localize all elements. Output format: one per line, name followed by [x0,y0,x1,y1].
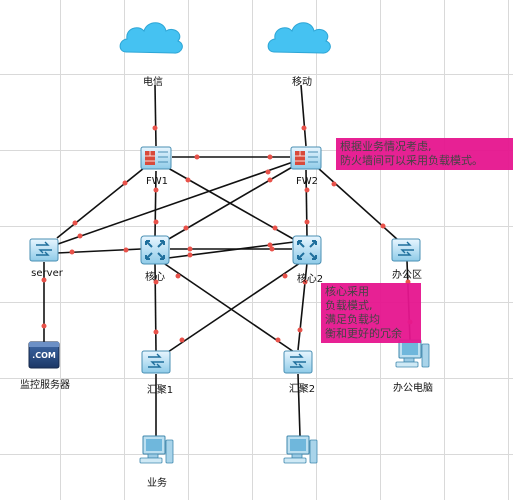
note-line: 防火墙间可以采用负载模式。 [340,154,483,167]
label-server: server [31,268,63,279]
link-fw2-office [317,167,399,241]
port-markers [41,125,413,343]
workstation-icon [395,339,430,368]
core-load-mode-note: 核心采用 负载模式, 满足负载均 衡和更好的冗余 [321,283,421,343]
link-fw1-server [56,167,145,239]
note-line: 根据业务情况考虑, [340,140,432,153]
label-telecom: 电信 [143,77,163,88]
label-fw2: FW2 [295,176,319,187]
link-core1-core2-b [167,241,295,259]
label-agg2: 汇聚2 [288,384,316,395]
label-mobile: 移动 [292,77,312,88]
cloud-icon [119,22,183,54]
link-core1-agg1 [154,262,157,352]
workstation-icon [283,435,318,464]
link-core2-agg1 [167,262,301,353]
note-line: 满足负载均 [325,313,380,326]
label-office-pc: 办公电脑 [393,383,433,394]
cloud-icon [267,22,331,54]
link-fw2-core2 [305,169,308,238]
label-core1: 核心 [145,272,165,283]
link-telecom-fw1 [154,84,157,147]
label-monitor: 监控服务器 [20,380,70,391]
server-icon: .COM [28,341,60,369]
label-agg1: 汇聚1 [146,385,174,396]
switch-icon [283,350,313,374]
link-fw1-core1 [154,170,157,238]
core-switch-icon [140,235,170,265]
label-fw1: FW1 [145,176,169,187]
link-fw2-server [57,161,294,245]
switch-icon [29,238,59,262]
link-mobile-fw2 [300,84,307,147]
link-agg2-pc [297,373,301,437]
core-switch-icon [292,235,322,265]
fw-load-mode-note: 根据业务情况考虑, 防火墙间可以采用负载模式。 [336,138,513,170]
note-line: 负载模式, [325,299,373,312]
firewall-icon [290,146,322,170]
link-core1-agg2 [161,261,295,353]
server-badge: .COM [32,351,56,360]
note-line: 核心采用 [325,285,369,298]
label-business: 业务 [147,478,167,489]
label-core2: 核心2 [296,274,324,285]
label-office: 办公区 [392,270,422,281]
switch-icon [391,238,421,262]
switch-icon [141,350,171,374]
firewall-icon [140,146,172,170]
link-core2-agg2 [297,262,308,351]
workstation-icon [139,435,174,464]
note-line: 衡和更好的冗余 [325,327,402,340]
